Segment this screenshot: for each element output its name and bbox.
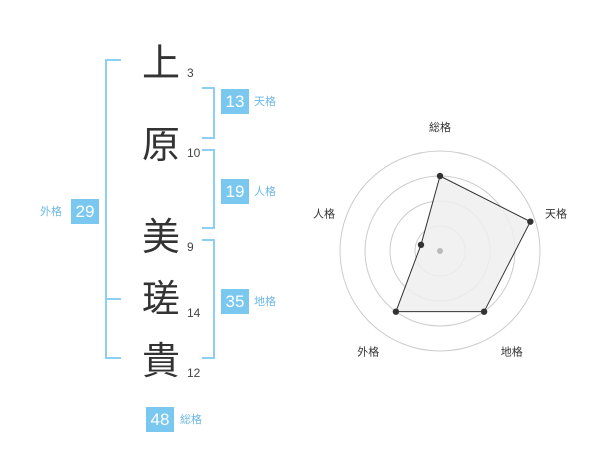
radar-axis-label-3: 地格: [501, 345, 523, 359]
stroke-count-5: 12: [187, 366, 201, 380]
stroke-count-1: 3: [187, 66, 194, 80]
radar-ring-4: [339, 150, 541, 352]
chikaku-label: 地格: [254, 295, 276, 308]
chikaku-bracket: [202, 239, 215, 359]
soukaku-value: 48: [146, 407, 174, 432]
chikaku-value: 35: [221, 289, 249, 314]
radar-point-3: [480, 308, 488, 315]
name-char-3: 美: [141, 215, 180, 259]
gaikaku-bracket: [105, 59, 121, 359]
stroke-count-3: 9: [187, 240, 194, 254]
radar-axis-label-5: 人格: [313, 206, 335, 220]
radar-axis-label-1: 総格: [429, 120, 451, 134]
radar-point-1: [436, 172, 444, 180]
radar-center-dot: [437, 248, 443, 254]
gaikaku-label: 外格: [40, 205, 62, 218]
jinkaku-bracket: [202, 149, 215, 229]
stroke-count-4: 14: [187, 306, 201, 320]
name-char-5: 貴: [141, 339, 180, 383]
tenkaku-label: 天格: [254, 95, 276, 108]
gaikaku-value: 29: [71, 199, 99, 224]
radar-point-4: [392, 308, 400, 315]
radar-axis-label-2: 天格: [545, 206, 567, 220]
radar-series-polygon: [395, 175, 532, 313]
name-char-1: 上: [141, 41, 180, 85]
name-char-4: 瑳: [141, 277, 180, 321]
jinkaku-label: 人格: [254, 185, 276, 198]
stroke-count-2: 10: [187, 146, 201, 160]
tenkaku-bracket: [202, 87, 215, 139]
radar-points: [392, 172, 534, 315]
jinkaku-value: 19: [221, 179, 249, 204]
soukaku-label: 総格: [180, 413, 202, 426]
tenkaku-value: 13: [221, 89, 249, 114]
radar-point-2: [527, 218, 534, 225]
name-char-2: 原: [141, 123, 180, 167]
radar-point-5: [417, 241, 425, 249]
radar-axis-label-4: 外格: [357, 345, 379, 359]
